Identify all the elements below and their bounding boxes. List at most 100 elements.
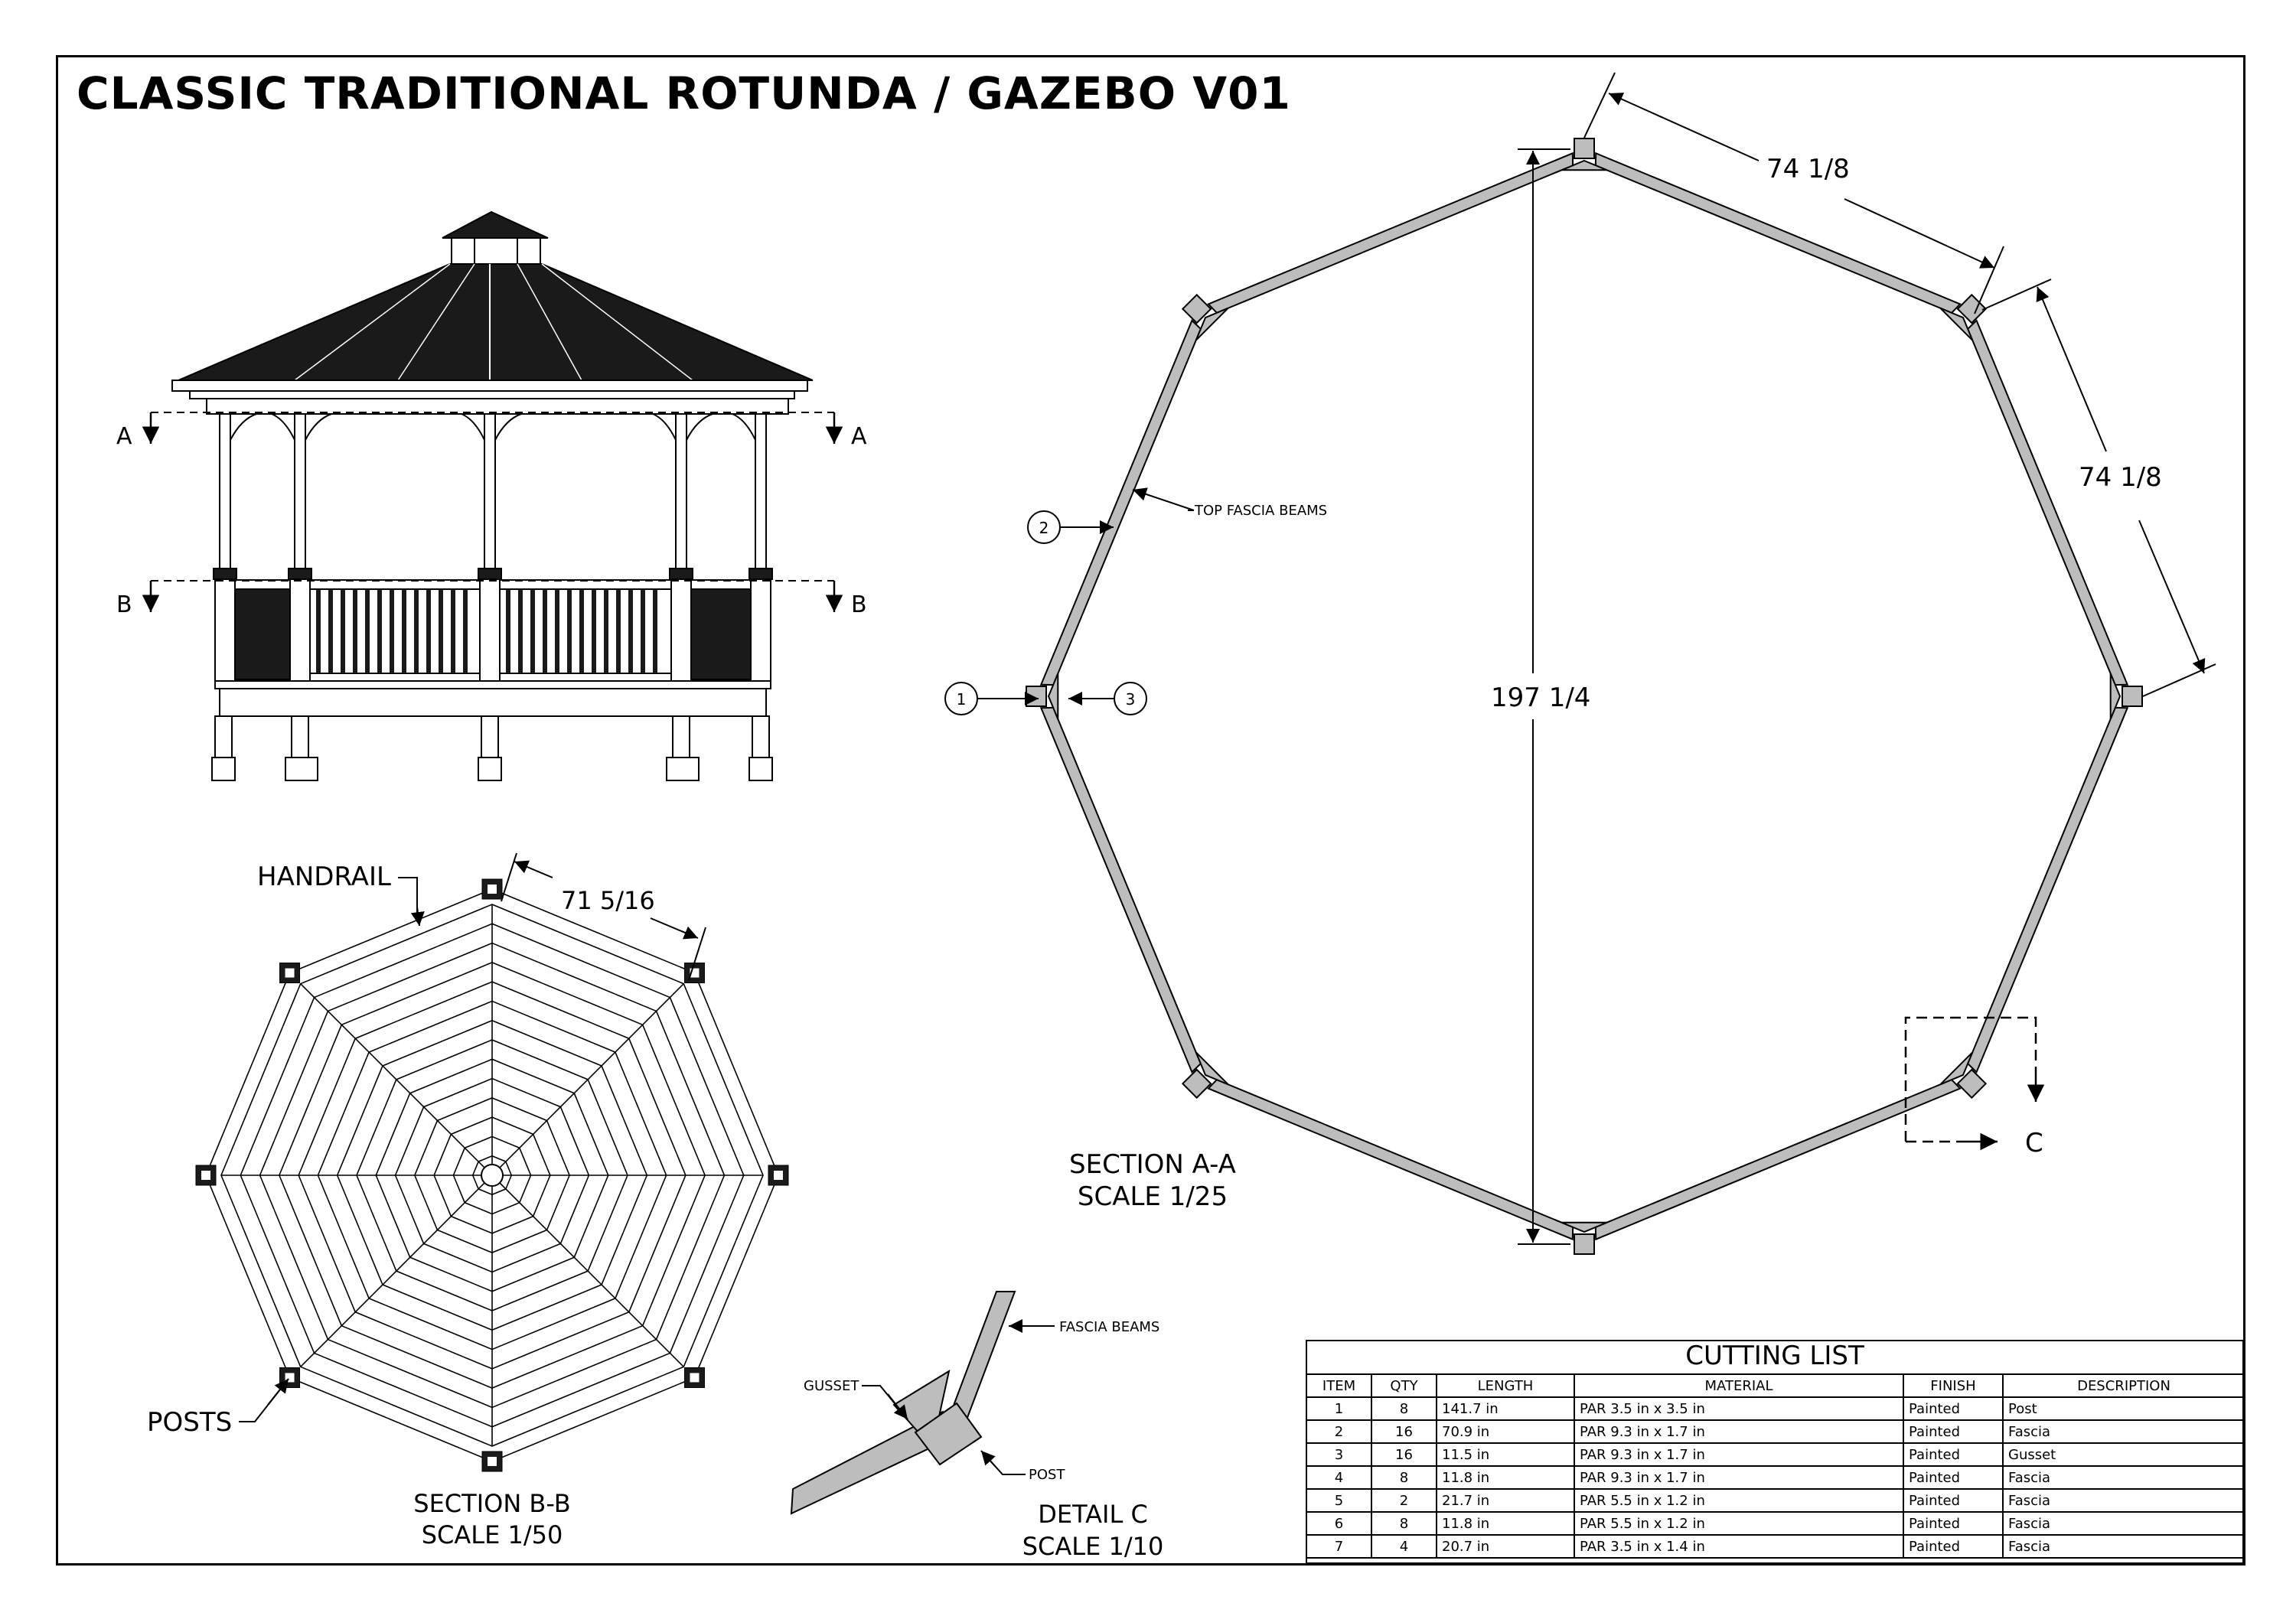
cell-item: 6 — [1306, 1511, 1372, 1536]
deck-board — [437, 1229, 493, 1253]
floor-post-core — [488, 1457, 497, 1466]
deck-board — [423, 1243, 493, 1273]
table-row: 5 2 21.7 in PAR 5.5 in x 1.2 in Painted … — [1306, 1488, 2245, 1513]
deck-board — [519, 1175, 532, 1204]
deck-board — [478, 1188, 493, 1196]
deck-board — [491, 1155, 507, 1162]
gusset — [1195, 307, 1229, 341]
cell-finish: Painted — [1903, 1534, 2004, 1559]
deck-board — [573, 1093, 609, 1176]
side-dimension-right-label: 74 1/8 — [2079, 462, 2162, 493]
deck-board — [396, 1270, 493, 1311]
deck-board — [451, 1116, 493, 1135]
deck-board — [414, 1120, 439, 1176]
cell-description: Fascia — [2002, 1511, 2245, 1536]
deck-board — [464, 1135, 493, 1148]
handrail-dimension-label: 71 5/16 — [561, 886, 655, 915]
deck-board — [505, 1161, 513, 1176]
deck-board — [259, 1175, 329, 1340]
deck-board — [491, 1019, 602, 1067]
deck-board — [491, 1000, 616, 1053]
cell-qty: 8 — [1371, 1511, 1437, 1536]
eave-fascia — [171, 380, 808, 415]
floor-post-core — [690, 1373, 700, 1383]
cell-finish: Painted — [1903, 1419, 2004, 1444]
detail-c-title: DETAIL C — [1038, 1500, 1148, 1529]
deck-board — [519, 1147, 532, 1176]
deck-board — [471, 1175, 479, 1190]
deck-board — [491, 942, 657, 1012]
section-arrows — [142, 412, 843, 612]
side-dimension-top-label: 74 1/8 — [1766, 154, 1850, 184]
gusset — [1939, 1051, 1974, 1086]
cell-item: 2 — [1306, 1419, 1372, 1444]
deck-board — [356, 1079, 397, 1176]
detail-c-leaders — [862, 1319, 1055, 1475]
post-square — [1574, 1233, 1595, 1255]
deck-board — [394, 1106, 425, 1176]
handrail-label: HANDRAIL — [257, 862, 391, 892]
cell-description: Fascia — [2002, 1465, 2245, 1490]
deck-board — [628, 1038, 687, 1176]
deck-board — [615, 1175, 667, 1299]
side-dimension-top — [1583, 72, 2004, 314]
drawing-frame — [56, 55, 2245, 1566]
post-square — [1181, 1068, 1212, 1100]
deck-board — [491, 1256, 575, 1292]
deck-board — [423, 1077, 493, 1108]
deck-board — [491, 1229, 547, 1253]
cell-material: PAR 3.5 in x 1.4 in — [1574, 1534, 1904, 1559]
deck-board — [452, 1147, 465, 1176]
deck-board — [240, 1175, 315, 1354]
deck-board — [375, 1175, 411, 1258]
col-finish: FINISH — [1903, 1373, 2004, 1398]
cell-item: 7 — [1306, 1534, 1372, 1559]
deck-board — [491, 1116, 533, 1135]
cell-length: 11.5 in — [1436, 1442, 1575, 1467]
deck-board — [433, 1175, 452, 1217]
cell-qty: 8 — [1371, 1396, 1437, 1421]
cell-item: 1 — [1306, 1396, 1372, 1421]
deck-board — [354, 1311, 493, 1370]
span-dimension — [1518, 148, 1570, 1245]
cell-finish: Painted — [1903, 1396, 2004, 1421]
deck-board — [491, 1243, 561, 1273]
post-square — [1956, 293, 1988, 324]
span-dimension-label: 197 1/4 — [1491, 683, 1590, 713]
deck-board — [491, 1311, 630, 1370]
deck-board — [471, 1161, 479, 1176]
deck-board — [298, 1038, 356, 1176]
cell-qty: 4 — [1371, 1534, 1437, 1559]
brackets — [230, 413, 756, 441]
fascia-beam — [1966, 319, 2129, 686]
deck-board — [414, 1175, 439, 1230]
cell-item: 5 — [1306, 1488, 1372, 1513]
floor-posts — [195, 878, 789, 1472]
post-square — [2122, 686, 2143, 707]
deck-board — [451, 1215, 493, 1234]
post-caps — [213, 568, 773, 580]
deck-board — [491, 1284, 602, 1331]
sheet-title: CLASSIC TRADITIONAL ROTUNDA / GAZEBO V01 — [77, 67, 1291, 119]
deck-board — [341, 962, 493, 1026]
gusset-callout: GUSSET — [804, 1378, 859, 1394]
deck-board — [641, 1025, 706, 1176]
deck-board — [615, 1051, 667, 1176]
cell-material: PAR 5.5 in x 1.2 in — [1574, 1488, 1904, 1513]
deck-board — [328, 942, 493, 1012]
gusset — [1561, 1221, 1608, 1233]
section-aa: 197 1/4 74 1/8 74 1/8 2 1 — [944, 72, 2216, 1255]
table-row: 2 16 70.9 in PAR 9.3 in x 1.7 in Painted… — [1306, 1419, 2245, 1444]
deck-board — [368, 1298, 493, 1350]
deck-board — [394, 1175, 425, 1244]
section-aa-scale: SCALE 1/25 — [1078, 1181, 1228, 1212]
center-hub — [481, 1164, 504, 1187]
octagon-posts — [1026, 138, 2143, 1255]
col-material: MATERIAL — [1574, 1373, 1904, 1398]
deck-board — [341, 1324, 493, 1389]
section-cut-lines — [151, 412, 834, 582]
deck-board — [669, 997, 745, 1176]
deck-board — [240, 997, 315, 1176]
deck-board — [437, 1097, 493, 1122]
